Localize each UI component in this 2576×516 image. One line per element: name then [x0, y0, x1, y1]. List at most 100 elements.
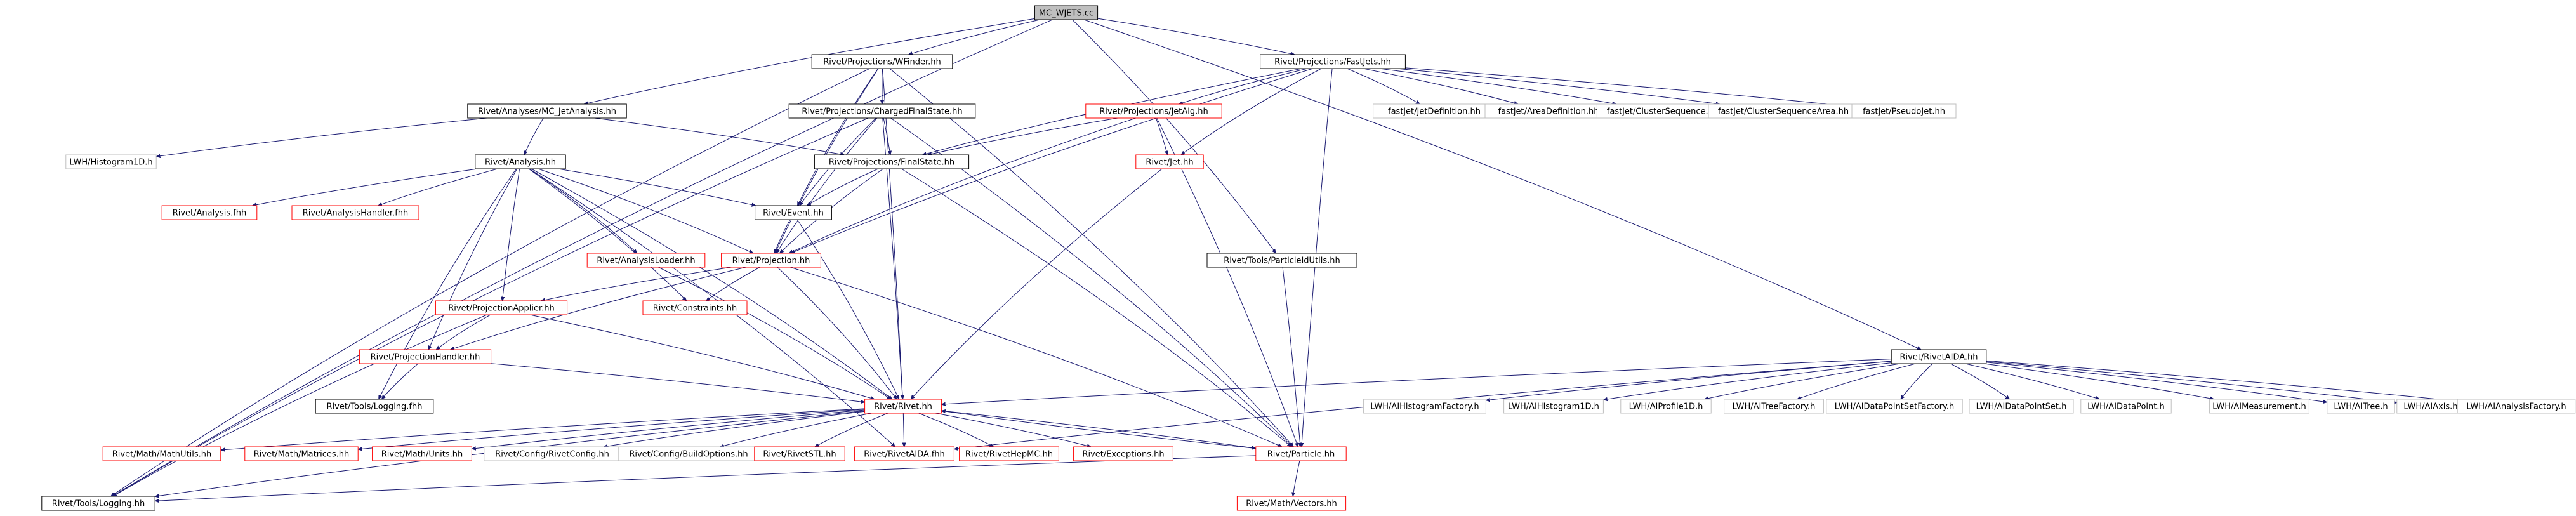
node-box	[1206, 253, 1357, 268]
node-exceptions[interactable]: Rivet/Exceptions.hh	[1073, 446, 1173, 461]
node-box	[854, 446, 954, 461]
node-box	[586, 253, 706, 268]
node-label: Rivet/Tools/Logging.hh	[52, 499, 145, 509]
edge-root-to-logginghh	[112, 19, 1053, 496]
node-loggingfhh[interactable]: Rivet/Tools/Logging.fhh	[315, 399, 434, 414]
edge-chfs-to-finalstate	[883, 117, 890, 155]
node-rivethepmc[interactable]: Rivet/RivetHepMC.hh	[959, 446, 1059, 461]
node-projection[interactable]: Rivet/Projection.hh	[721, 253, 821, 268]
edge-fastjets-to-fjcs	[1379, 68, 1616, 104]
node-label: Rivet/Analyses/MC_JetAnalysis.hh	[478, 107, 616, 117]
node-fjcs: fastjet/ClusterSequence.hh	[1596, 103, 1729, 119]
node-jetalg[interactable]: Rivet/Projections/JetAlg.hh	[1085, 103, 1222, 119]
node-rivetaida[interactable]: Rivet/RivetAIDA.hh	[1891, 349, 1987, 364]
node-aihf: LWH/AIHistogramFactory.h	[1363, 399, 1486, 414]
edge-projection-to-projhandler	[450, 267, 746, 350]
node-box	[864, 399, 942, 414]
edge-wfinder-to-logginghh	[111, 68, 870, 496]
node-fjarea: fastjet/AreaDefinition.hh	[1484, 103, 1613, 119]
edge-rivetaida-to-aidps	[1950, 363, 2009, 399]
node-constraints[interactable]: Rivet/Constraints.hh	[642, 300, 748, 315]
node-label: Rivet/Math/Matrices.hh	[254, 450, 349, 460]
edge-rivethh-to-exceptions	[935, 413, 1091, 447]
node-box	[467, 103, 627, 119]
node-rivetstl[interactable]: Rivet/RivetSTL.hh	[754, 446, 845, 461]
node-box	[1851, 103, 1957, 119]
node-aidp: LWH/AIDataPoint.h	[2080, 399, 2172, 414]
node-label: Rivet/Math/MathUtils.hh	[112, 450, 211, 460]
node-particle[interactable]: Rivet/Particle.hh	[1255, 446, 1347, 461]
node-jet[interactable]: Rivet/Jet.hh	[1135, 154, 1204, 169]
node-aidps: LWH/AIDataPointSet.h	[1969, 399, 2074, 414]
node-label: Rivet/Constraints.hh	[653, 304, 737, 314]
node-label: LWH/AIDataPointSet.h	[1976, 402, 2067, 412]
edge-rivetaida-to-aidp	[1965, 363, 2100, 399]
node-rivetaidafhh[interactable]: Rivet/RivetAIDA.fhh	[854, 446, 954, 461]
edge-rivetaida-to-aimeas	[1984, 363, 2214, 399]
edge-rivetaida-to-aitf	[1797, 363, 1916, 399]
node-root[interactable]: MC_WJETS.cc	[1034, 5, 1099, 20]
edge-analysis-to-analysishandler	[378, 168, 498, 206]
node-label: Rivet/Projections/ChargedFinalState.hh	[802, 107, 962, 117]
node-label: LWH/AIAnalysisFactory.h	[2466, 402, 2566, 412]
node-analysishandler[interactable]: Rivet/AnalysisHandler.fhh	[291, 205, 419, 220]
node-box	[2080, 399, 2172, 414]
node-label: fastjet/JetDefinition.hh	[1388, 107, 1481, 117]
node-aiaf: LWH/AIAnalysisFactory.h	[2457, 399, 2576, 414]
node-chfs[interactable]: Rivet/Projections/ChargedFinalState.hh	[788, 103, 976, 119]
edge-fastjets-to-projection	[791, 68, 1314, 253]
node-label: LWH/AITree.h	[2334, 402, 2388, 412]
edge-analysisloader-to-rivethh	[658, 267, 890, 399]
node-mcjet[interactable]: Rivet/Analyses/MC_JetAnalysis.hh	[467, 103, 627, 119]
node-projhandler[interactable]: Rivet/ProjectionHandler.hh	[359, 349, 492, 364]
node-label: Rivet/AnalysisLoader.hh	[597, 256, 695, 266]
edge-wfinder-to-event	[797, 68, 878, 206]
node-projapplier[interactable]: Rivet/ProjectionApplier.hh	[435, 300, 568, 315]
node-fjpj: fastjet/PseudoJet.hh	[1851, 103, 1957, 119]
edge-rivetaida-to-aiaf	[1986, 360, 2457, 401]
node-fjjetdef: fastjet/JetDefinition.hh	[1373, 103, 1496, 119]
node-box	[1503, 399, 1604, 414]
node-aiaxis: LWH/AIAxis.h	[2396, 399, 2465, 414]
node-label: Rivet/RivetAIDA.hh	[1899, 353, 1978, 362]
node-rivethh[interactable]: Rivet/Rivet.hh	[864, 399, 942, 414]
node-box	[1363, 399, 1486, 414]
node-units[interactable]: Rivet/Math/Units.hh	[372, 446, 472, 461]
node-vectors[interactable]: Rivet/Math/Vectors.hh	[1236, 496, 1347, 511]
node-buildoptions: Rivet/Config/BuildOptions.hh	[618, 446, 760, 461]
edge-mcjet-to-lwhh1d	[156, 117, 487, 157]
node-mathutils[interactable]: Rivet/Math/MathUtils.hh	[102, 446, 221, 461]
node-pidutils[interactable]: Rivet/Tools/ParticleIdUtils.hh	[1206, 253, 1357, 268]
edge-mcjet-to-analysis	[524, 117, 544, 155]
node-label: LWH/AITreeFactory.h	[1733, 402, 1816, 412]
node-label: Rivet/ProjectionApplier.hh	[448, 304, 554, 314]
edge-analysis-to-loggingfhh	[378, 168, 517, 399]
edge-root-to-fastjets	[1097, 18, 1295, 55]
node-event[interactable]: Rivet/Event.hh	[755, 205, 832, 220]
node-box	[1034, 5, 1099, 20]
edge-analysis-to-constraints	[528, 168, 687, 301]
node-aih1d: LWH/AIHistogram1D.h	[1503, 399, 1604, 414]
edge-event-to-rivethh	[796, 219, 900, 399]
node-logginghh[interactable]: Rivet/Tools/Logging.hh	[41, 496, 155, 511]
node-analysis[interactable]: Rivet/Analysis.hh	[475, 154, 566, 169]
edge-rivetaida-to-aiaxis	[1986, 361, 2397, 403]
edge-event-to-projection	[774, 219, 791, 253]
node-box	[1826, 399, 1963, 414]
edge-rivetaida-to-aitree	[1986, 362, 2327, 402]
edge-analysis-to-projapplier	[502, 168, 520, 301]
edge-jetalg-to-finalstate	[928, 117, 1118, 155]
node-label: Rivet/Jet.hh	[1146, 158, 1193, 168]
node-matrices[interactable]: Rivet/Math/Matrices.hh	[244, 446, 359, 461]
edge-pidutils-to-particle	[1282, 267, 1300, 447]
node-analysisfhh[interactable]: Rivet/Analysis.fhh	[161, 205, 258, 220]
node-label: Rivet/Projection.hh	[732, 256, 810, 266]
node-fastjets[interactable]: Rivet/Projections/FastJets.hh	[1260, 54, 1406, 69]
node-finalstate[interactable]: Rivet/Projections/FinalState.hh	[814, 154, 970, 169]
node-box	[1135, 154, 1204, 169]
node-analysisloader[interactable]: Rivet/AnalysisLoader.hh	[586, 253, 706, 268]
node-box	[811, 54, 953, 69]
node-wfinder[interactable]: Rivet/Projections/WFinder.hh	[811, 54, 953, 69]
edge-rivetaida-to-aih1d	[1603, 362, 1892, 400]
